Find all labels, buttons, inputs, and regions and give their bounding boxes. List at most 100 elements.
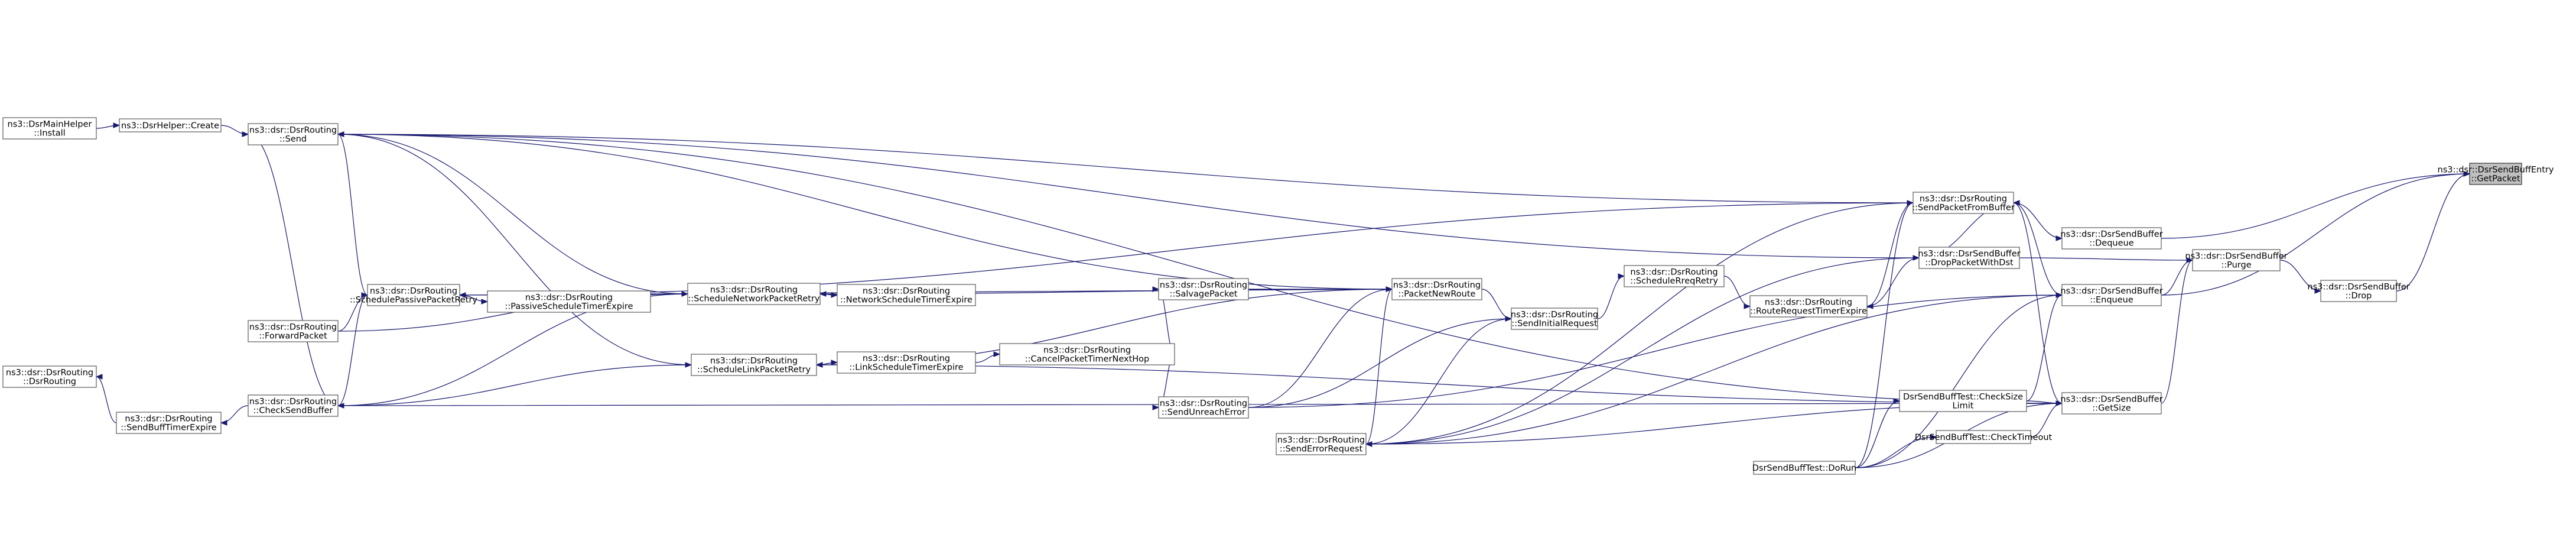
arrowhead-icon [2314,288,2322,294]
arrowhead-icon [337,131,344,137]
graph-node-netste[interactable]: ns3::dsr::DsrRouting::NetworkScheduleTim… [837,284,976,306]
node-box [487,290,651,313]
arrowhead-icon [95,374,103,380]
graph-node-dropwd[interactable]: ns3::dsr::DsrSendBuffer::DropPacketWithD… [1918,247,2021,269]
call-edge [1365,289,1393,445]
node-box [248,320,339,342]
graph-node-dsrrouting[interactable]: ns3::dsr::DsrRouting::DsrRouting [2,365,97,388]
node-label: ::SalvagePacket [1170,290,1238,299]
call-edge [2161,173,2470,239]
call-edge [248,134,339,406]
call-edge [1365,294,2063,445]
node-label: ns3::dsr::DsrRouting [6,368,93,378]
call-edge [1365,202,1914,445]
arrowhead-icon [815,362,823,368]
graph-node-sbte[interactable]: ns3::dsr::DsrRouting::SendBuffTimerExpir… [116,412,222,434]
node-label: ns3::dsr::DsrRouting [1765,298,1852,308]
graph-node-schedpass[interactable]: ns3::dsr::DsrRouting::SchedulePassivePac… [350,284,477,306]
graph-node-checksb[interactable]: ns3::dsr::DsrRouting::CheckSendBuffer [248,394,339,417]
call-edge [337,134,1920,258]
call-edge [1248,294,2063,408]
call-edge [337,134,1914,203]
node-label: ns3::dsr::DsrSendBuffer [2307,283,2409,292]
node-label: ns3::dsr::DsrSendBuffEntry [2438,166,2554,175]
node-box [1391,278,1482,300]
node-box [2,117,97,140]
graph-node-rreqte[interactable]: ns3::dsr::DsrRouting::RouteRequestTimerE… [1749,295,1868,318]
call-edge [96,376,117,423]
node-label: ns3::dsr::DsrRouting [1511,310,1598,320]
call-edge [337,134,692,365]
node-box [1749,295,1868,318]
graph-node-fwd[interactable]: ns3::dsr::DsrRouting::ForwardPacket [248,320,339,342]
graph-node-sendinit[interactable]: ns3::dsr::DsrRouting::SendInitialRequest [1511,308,1598,330]
node-box [2061,392,2162,415]
call-edge [2013,202,2063,239]
graph-node-passte[interactable]: ns3::dsr::DsrRouting::PassiveScheduleTim… [487,290,651,313]
node-label: ns3::dsr::DsrRouting [125,415,212,424]
call-edge [1481,289,1512,319]
node-box [1899,390,2027,412]
call-edge [337,134,368,296]
node-box [1753,461,1856,475]
call-edge [2019,257,2193,261]
arrowhead-icon [481,299,489,305]
call-edge [337,134,2063,404]
node-box [116,412,222,434]
graph-node-dorun[interactable]: DsrSendBuffTest::DoRun [1752,461,1857,475]
node-label: ns3::dsr::DsrRouting [863,287,950,296]
graph-node-getpacket[interactable]: ns3::dsr::DsrSendBuffEntry::GetPacket [2438,163,2554,185]
graph-node-checktimeout[interactable]: DsrSendBuffTest::CheckTimeout [1915,430,2053,444]
arrowhead-icon [1365,441,1372,447]
node-box [248,123,339,145]
graph-node-getsize[interactable]: ns3::dsr::DsrSendBuffer::GetSize [2060,392,2163,415]
arrowhead-icon [220,420,227,426]
node-box [119,118,222,132]
graph-node-schednet[interactable]: ns3::dsr::DsrRouting::ScheduleNetworkPac… [687,283,821,305]
graph-node-drop[interactable]: ns3::dsr::DsrSendBuffer::Drop [2307,280,2410,302]
graph-node-create[interactable]: ns3::DsrHelper::Create [119,118,222,132]
node-box [999,343,1175,365]
node-label: ::ScheduleRreqRetry [1630,277,1718,286]
graph-node-salvage[interactable]: ns3::dsr::DsrRouting::SalvagePacket [1158,278,1249,300]
graph-node-install[interactable]: ns3::DsrMainHelper::Install [2,117,97,140]
node-label: ns3::dsr::DsrRouting [1160,281,1247,290]
node-box [1158,278,1249,300]
arrowhead-icon [361,292,369,298]
node-label: ::PacketNewRoute [1398,290,1476,299]
node-label: ns3::dsr::DsrSendBuffer [2060,395,2162,404]
call-edge [2161,260,2193,404]
graph-node-senderr[interactable]: ns3::dsr::DsrRouting::SendErrorRequest [1276,433,1367,455]
graph-node-cancelnh[interactable]: ns3::dsr::DsrRouting::CancelPacketTimerN… [999,343,1175,365]
graph-node-enqueue[interactable]: ns3::dsr::DsrSendBuffer::Enqueue [2060,284,2163,306]
node-box [1913,192,2014,214]
node-label: ns3::DsrMainHelper [8,120,92,130]
node-label: ns3::dsr::DsrRouting [525,293,613,303]
node-box [1918,247,2020,269]
call-edge [337,134,688,294]
node-label: DsrSendBuffTest::CheckSize [1903,393,2023,402]
graph-node-pktnewroute[interactable]: ns3::dsr::DsrRouting::PacketNewRoute [1391,278,1482,300]
graph-node-dequeue[interactable]: ns3::dsr::DsrSendBuffer::Dequeue [2060,227,2163,250]
node-box [367,284,460,306]
node-label: ::CheckSendBuffer [253,406,333,416]
graph-node-purge[interactable]: ns3::dsr::DsrSendBuffer::Purge [2185,249,2288,271]
graph-node-schedrreq[interactable]: ns3::dsr::DsrRouting::ScheduleRreqRetry [1624,265,1725,287]
graph-node-linkste[interactable]: ns3::dsr::DsrRouting::LinkScheduleTimerE… [837,351,976,374]
graph-node-sendunreach[interactable]: ns3::dsr::DsrRouting::SendUnreachError [1158,396,1249,419]
arrowhead-icon [2055,292,2063,298]
node-box [2061,284,2162,306]
call-edge [1365,318,1512,445]
node-box [2469,163,2522,185]
arrowhead-icon [2055,235,2063,241]
graph-node-schedlink[interactable]: ns3::dsr::DsrRouting::ScheduleLinkPacket… [691,354,817,376]
node-label: ::DsrRouting [23,377,76,387]
arrowhead-icon [819,291,827,297]
node-label: ::Drop [2346,292,2372,301]
arrowhead-icon [2012,200,2020,206]
graph-node-sendpfb[interactable]: ns3::dsr::DsrRouting::SendPacketFromBuff… [1912,192,2015,214]
call-edge [1855,202,1914,468]
node-box [691,354,817,376]
graph-node-send[interactable]: ns3::dsr::DsrRouting::Send [248,123,339,145]
